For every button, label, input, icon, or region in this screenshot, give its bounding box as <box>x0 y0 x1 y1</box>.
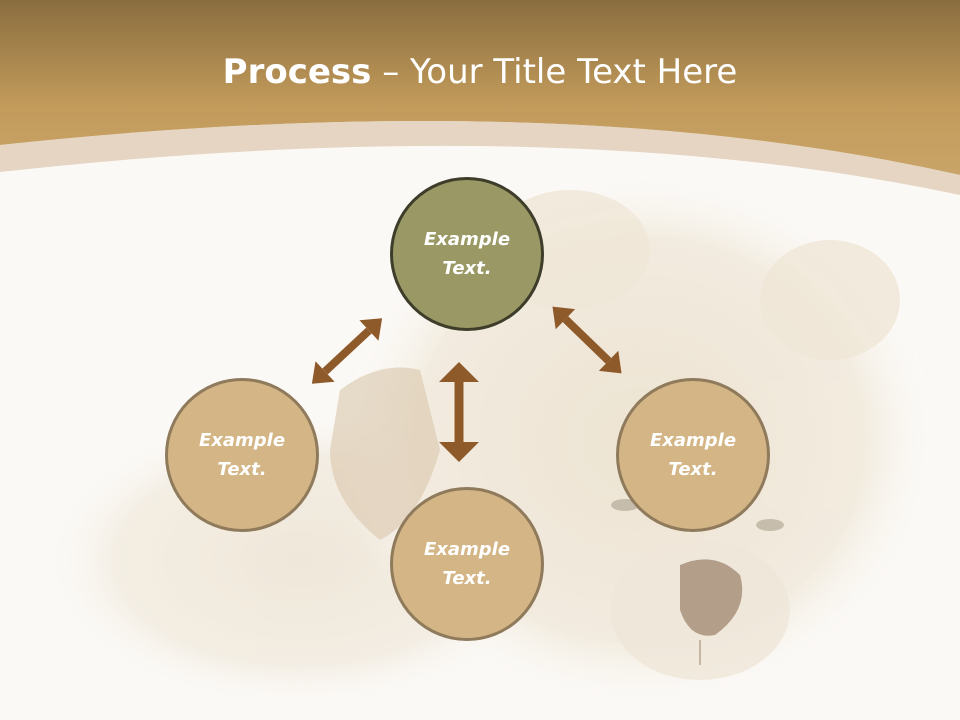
title-bold: Process <box>222 52 372 92</box>
node-left-line1: Example <box>198 430 286 451</box>
process-node-left[interactable]: Example Text. <box>165 378 319 532</box>
process-node-right[interactable]: Example Text. <box>616 378 770 532</box>
node-bottom-line2: Text. <box>442 568 492 589</box>
header-swoosh <box>0 121 960 195</box>
node-right-line1: Example <box>649 430 737 451</box>
slide-title: Process – Your Title Text Here <box>0 52 960 92</box>
title-dash: – <box>371 52 411 92</box>
node-left-line2: Text. <box>217 459 267 480</box>
process-node-top[interactable]: Example Text. <box>390 177 544 331</box>
node-right-line2: Text. <box>668 459 718 480</box>
title-text: Your Title Text Here <box>410 52 738 92</box>
node-top-line1: Example <box>423 229 511 250</box>
header-band <box>0 0 960 175</box>
process-node-bottom[interactable]: Example Text. <box>390 487 544 641</box>
node-top-line2: Text. <box>442 258 492 279</box>
node-bottom-line1: Example <box>423 539 511 560</box>
